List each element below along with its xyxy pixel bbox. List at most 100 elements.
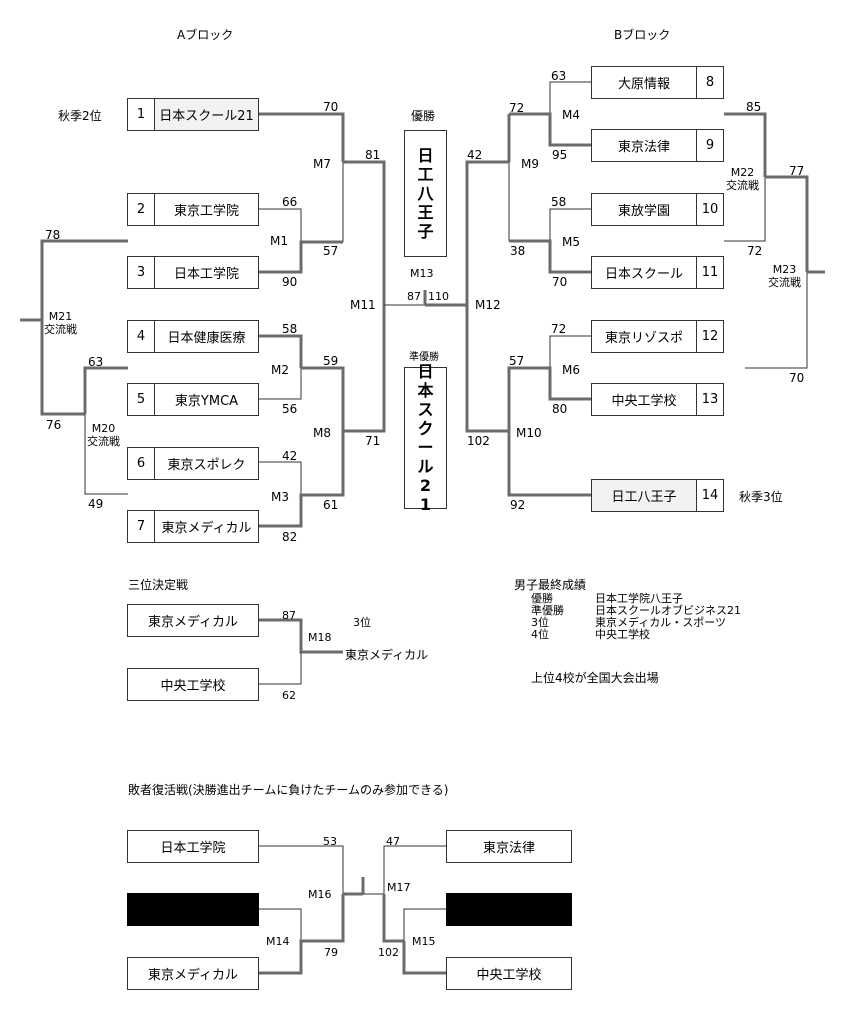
runner-up-char: ー	[417, 438, 434, 457]
match-label-m20: M20 交流戦	[87, 422, 120, 448]
team-name: 東京メディカル	[161, 521, 252, 536]
line-m1-top	[259, 208, 302, 242]
team-box-a5: 5 東京YMCA	[127, 383, 259, 416]
match-label-m7: M7	[313, 157, 331, 171]
match-label-m21: M21 交流戦	[44, 310, 77, 336]
line-m14-bottom	[259, 894, 345, 975]
score-m5-bottom: 70	[552, 275, 568, 289]
line-m15-bottom	[402, 941, 446, 975]
third-team-1: 東京メディカル	[127, 604, 259, 637]
score-m11-bottom: 71	[365, 434, 381, 448]
champion-box: 日工八王子	[404, 130, 447, 257]
score-m12-top: 42	[467, 148, 483, 162]
line-m11-bottom	[343, 305, 386, 433]
line-m14-top	[259, 908, 302, 941]
score-m17-top: 47	[386, 835, 400, 848]
team-name: 日工八王子	[611, 490, 677, 505]
third-score-top: 87	[282, 609, 296, 622]
line-m18-top	[259, 618, 343, 654]
line-m12-top	[465, 160, 509, 305]
match-label-m23: M23 交流戦	[768, 263, 801, 289]
result-rank: 準優勝	[531, 604, 564, 617]
match-label-m9: M9	[521, 157, 539, 171]
team-seed: 3	[128, 257, 155, 288]
team-box-a4: 4 日本健康医療	[127, 320, 259, 353]
match-label-m17: M17	[387, 881, 411, 894]
score-m5-top: 58	[551, 195, 567, 209]
result-rank: 3位	[531, 616, 549, 629]
score-m12-bottom: 102	[467, 434, 490, 448]
match-label-m12: M12	[475, 298, 501, 312]
repechage-title: 敗者復活戦(決勝進出チームに負けたチームのみ参加できる)	[128, 783, 449, 797]
team-name: 東京法律	[617, 140, 670, 155]
team-name: 東京工学院	[173, 204, 239, 219]
match-label-m8: M8	[313, 426, 331, 440]
line-m20-top	[83, 366, 128, 414]
match-label-m3: M3	[271, 490, 289, 504]
team-name: 日本スクール	[604, 267, 683, 282]
team-name: 中央工学校	[160, 679, 226, 694]
line-m2-bottom	[259, 368, 302, 400]
line-m18-bottom	[259, 652, 302, 685]
score-m10-top: 57	[509, 354, 525, 368]
team-name: 日本スクール21	[159, 109, 254, 124]
team-box-a3: 3 日本工学院	[127, 256, 259, 289]
team-name: 日本工学院	[173, 267, 239, 282]
line-m3-top	[259, 461, 302, 495]
score-m1-bottom: 90	[282, 275, 298, 289]
match-label-m16: M16	[308, 888, 332, 901]
score-m2-top: 58	[282, 322, 298, 336]
line-m4-bottom	[509, 112, 591, 147]
team-box-a2: 2 東京工学院	[127, 193, 259, 226]
match-label-m11: M11	[350, 298, 376, 312]
score-m7-top: 70	[323, 100, 339, 114]
block-a-title: Aブロック	[177, 28, 234, 42]
score-m7-bottom: 57	[323, 244, 339, 258]
team-seed: 8	[696, 67, 723, 98]
line-m15-top	[403, 908, 446, 941]
runner-up-char: 2	[419, 476, 432, 495]
runner-up-char: ク	[417, 419, 434, 438]
results-title: 男子最終成績	[514, 578, 587, 592]
score-m2-bottom: 56	[282, 402, 298, 416]
score-m23-bottom: 70	[789, 371, 805, 385]
seed-note-a: 秋季2位	[58, 109, 102, 123]
team-name: 大原情報	[617, 77, 670, 92]
score-m4-top: 63	[551, 69, 567, 83]
line-m21-bottom	[40, 320, 85, 416]
third-place-title: 三位決定戦	[128, 578, 189, 592]
match-label-m6: M6	[562, 363, 580, 377]
team-box-a7: 7 東京メディカル	[127, 510, 259, 543]
team-name: 東京リゾスポ	[604, 331, 683, 346]
team-box-b12: 東京リゾスポ 12	[591, 320, 724, 353]
score-m13-left: 87	[407, 290, 421, 303]
match-label-m4: M4	[562, 108, 580, 122]
champion-char: 工	[417, 165, 434, 184]
team-box-a1: 1 日本スクール21	[127, 98, 259, 131]
line-m5-bottom	[509, 239, 591, 274]
score-m11-top: 81	[365, 148, 381, 162]
team-name: 東京YMCA	[174, 394, 239, 409]
match-label-m10: M10	[516, 426, 542, 440]
third-score-bottom: 62	[282, 689, 296, 702]
repechage-right-team-3: 中央工学校	[446, 957, 572, 990]
team-seed: 13	[696, 384, 723, 415]
champion-char: 子	[417, 222, 434, 241]
team-name: 中央工学校	[476, 968, 542, 983]
score-m20-top: 63	[88, 355, 104, 369]
third-team-2: 中央工学校	[127, 668, 259, 701]
third-result-team: 東京メディカル	[345, 648, 429, 662]
result-rank: 優勝	[531, 592, 553, 605]
line-m12-bottom	[465, 305, 509, 433]
team-seed: 14	[696, 480, 723, 511]
results-note: 上位4校が全国大会出場	[531, 671, 659, 685]
line-m7-top	[259, 112, 345, 162]
line-m17-bottom	[382, 894, 404, 943]
line-m8-top	[301, 366, 345, 431]
runner-up-char: ス	[417, 400, 434, 419]
score-m22-top: 85	[746, 100, 762, 114]
score-m9-bottom: 38	[510, 244, 526, 258]
runner-up-char: 1	[419, 495, 432, 514]
result-team: 中央工学校	[595, 628, 650, 641]
